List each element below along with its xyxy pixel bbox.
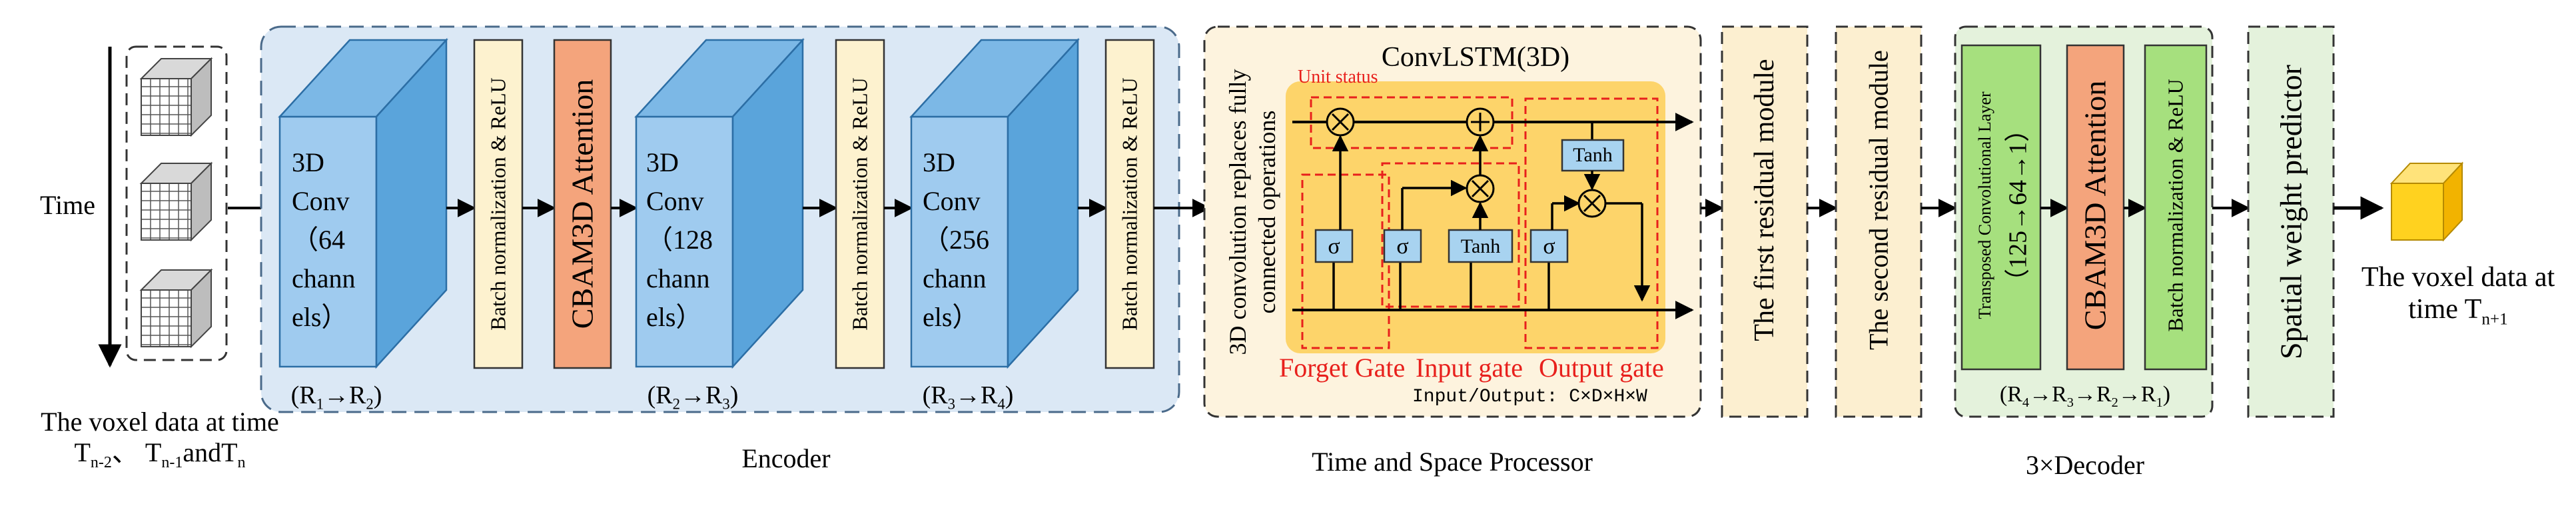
output-caption-line1: The voxel data at: [2361, 262, 2555, 293]
input-sigma-label: σ: [1396, 234, 1409, 259]
decoder-range: (R4→R3→R2→R1): [1999, 382, 2171, 410]
output-gate-label: Output gate: [1539, 353, 1664, 383]
output-sigma-label: σ: [1543, 234, 1555, 259]
first-residual-label: The first residual module: [1749, 59, 1780, 341]
conv3d-block-3: [909, 37, 1080, 369]
processor-side-label: 3D convolution replaces fully connected …: [1224, 69, 1280, 355]
forget-sigma-label: σ: [1328, 234, 1340, 259]
processor-caption: Time and Space Processor: [1312, 447, 1593, 477]
input-tanh-label: Tanh: [1460, 235, 1501, 257]
input-sigma-box: [1383, 229, 1422, 263]
batchnorm-relu-block: [835, 39, 885, 369]
voxel-cube-icon: [139, 268, 213, 349]
decoder-batchnorm-block: [2144, 44, 2208, 371]
input-gate-label: Input gate: [1416, 353, 1523, 383]
input-voxel-frame: [125, 45, 228, 361]
forget-gate-box: [1301, 173, 1390, 349]
batchnorm-relu-label: Batch normalization & ReLU: [847, 77, 872, 331]
encoder-range-3: (R3→R4): [922, 381, 1014, 413]
output-tanh-label: Tanh: [1573, 144, 1613, 166]
conv3d-block-2: [634, 37, 805, 369]
time-label: Time: [40, 190, 96, 220]
input-caption-line1: The voxel data at time: [41, 407, 279, 437]
unit-status-label: Unit status: [1298, 67, 1378, 87]
output-tanh-box: [1561, 139, 1625, 172]
cbam3d-attention-label: CBAM3D Attention: [565, 79, 600, 329]
conv3d-block-1: [278, 37, 448, 369]
spatial-weight-predictor-label: Spatial weight predictor: [2274, 65, 2308, 359]
encoder-caption: Encoder: [741, 443, 831, 473]
conv3d-label-1: 3D Conv （64 chann els）: [292, 147, 356, 332]
transposed-conv-sub-label: （125→64→1）: [2004, 116, 2032, 295]
spatial-weight-predictor: [2247, 25, 2335, 418]
decoder-batchnorm-label: Batch normalization & ReLU: [2163, 79, 2188, 332]
cbam3d-attention-block: [553, 39, 612, 369]
input-tanh-box: [1448, 229, 1513, 263]
second-residual-label: The second residual module: [1863, 50, 1894, 350]
second-residual-module: [1835, 25, 1923, 418]
io-label: Input/Output: C×D×H×W: [1412, 387, 1647, 407]
batchnorm-relu-label: Batch normalization & ReLU: [1117, 77, 1142, 331]
forget-gate-label: Forget Gate: [1279, 353, 1406, 383]
batchnorm-relu-block: [473, 39, 524, 369]
encoder-range-1: (R1→R2): [290, 381, 382, 413]
voxel-cube-icon: [139, 57, 213, 137]
output-caption: The voxel data at time Tn+1: [2348, 261, 2568, 330]
encoder-range-2: (R2→R3): [647, 381, 739, 413]
decoder-cbam3d-label: CBAM3D Attention: [2078, 80, 2112, 331]
conv3d-label-3: 3D Conv （256 chann els）: [923, 147, 989, 332]
batchnorm-relu-block: [1104, 39, 1155, 369]
decoder-caption: 3×Decoder: [2025, 450, 2145, 480]
output-sigma-box: [1529, 229, 1569, 263]
conv3d-label-2: 3D Conv （128 chann els）: [646, 147, 713, 332]
input-caption-line2: Tn-2、 Tn-1andTn: [74, 437, 246, 471]
batchnorm-relu-label: Batch normalization & ReLU: [486, 77, 510, 331]
input-gate-box: [1381, 162, 1520, 308]
forget-sigma-box: [1314, 229, 1354, 263]
output-gate-box: [1524, 97, 1659, 349]
decoder-cbam3d-block: [2066, 44, 2125, 371]
input-caption: The voxel data at time Tn-2、 Tn-1andTn: [13, 407, 306, 473]
output-caption-line2: time Tn+1: [2408, 294, 2508, 329]
transposed-conv-label: Transposed Convolutional Layer: [1975, 91, 1994, 319]
convlstm-title: ConvLSTM(3D): [1381, 42, 1570, 73]
first-residual-module: [1721, 25, 1809, 418]
voxel-cube-icon: [139, 161, 213, 242]
transposed-conv-block: [1960, 44, 2042, 371]
output-voxel-cube-icon: [2389, 161, 2464, 242]
